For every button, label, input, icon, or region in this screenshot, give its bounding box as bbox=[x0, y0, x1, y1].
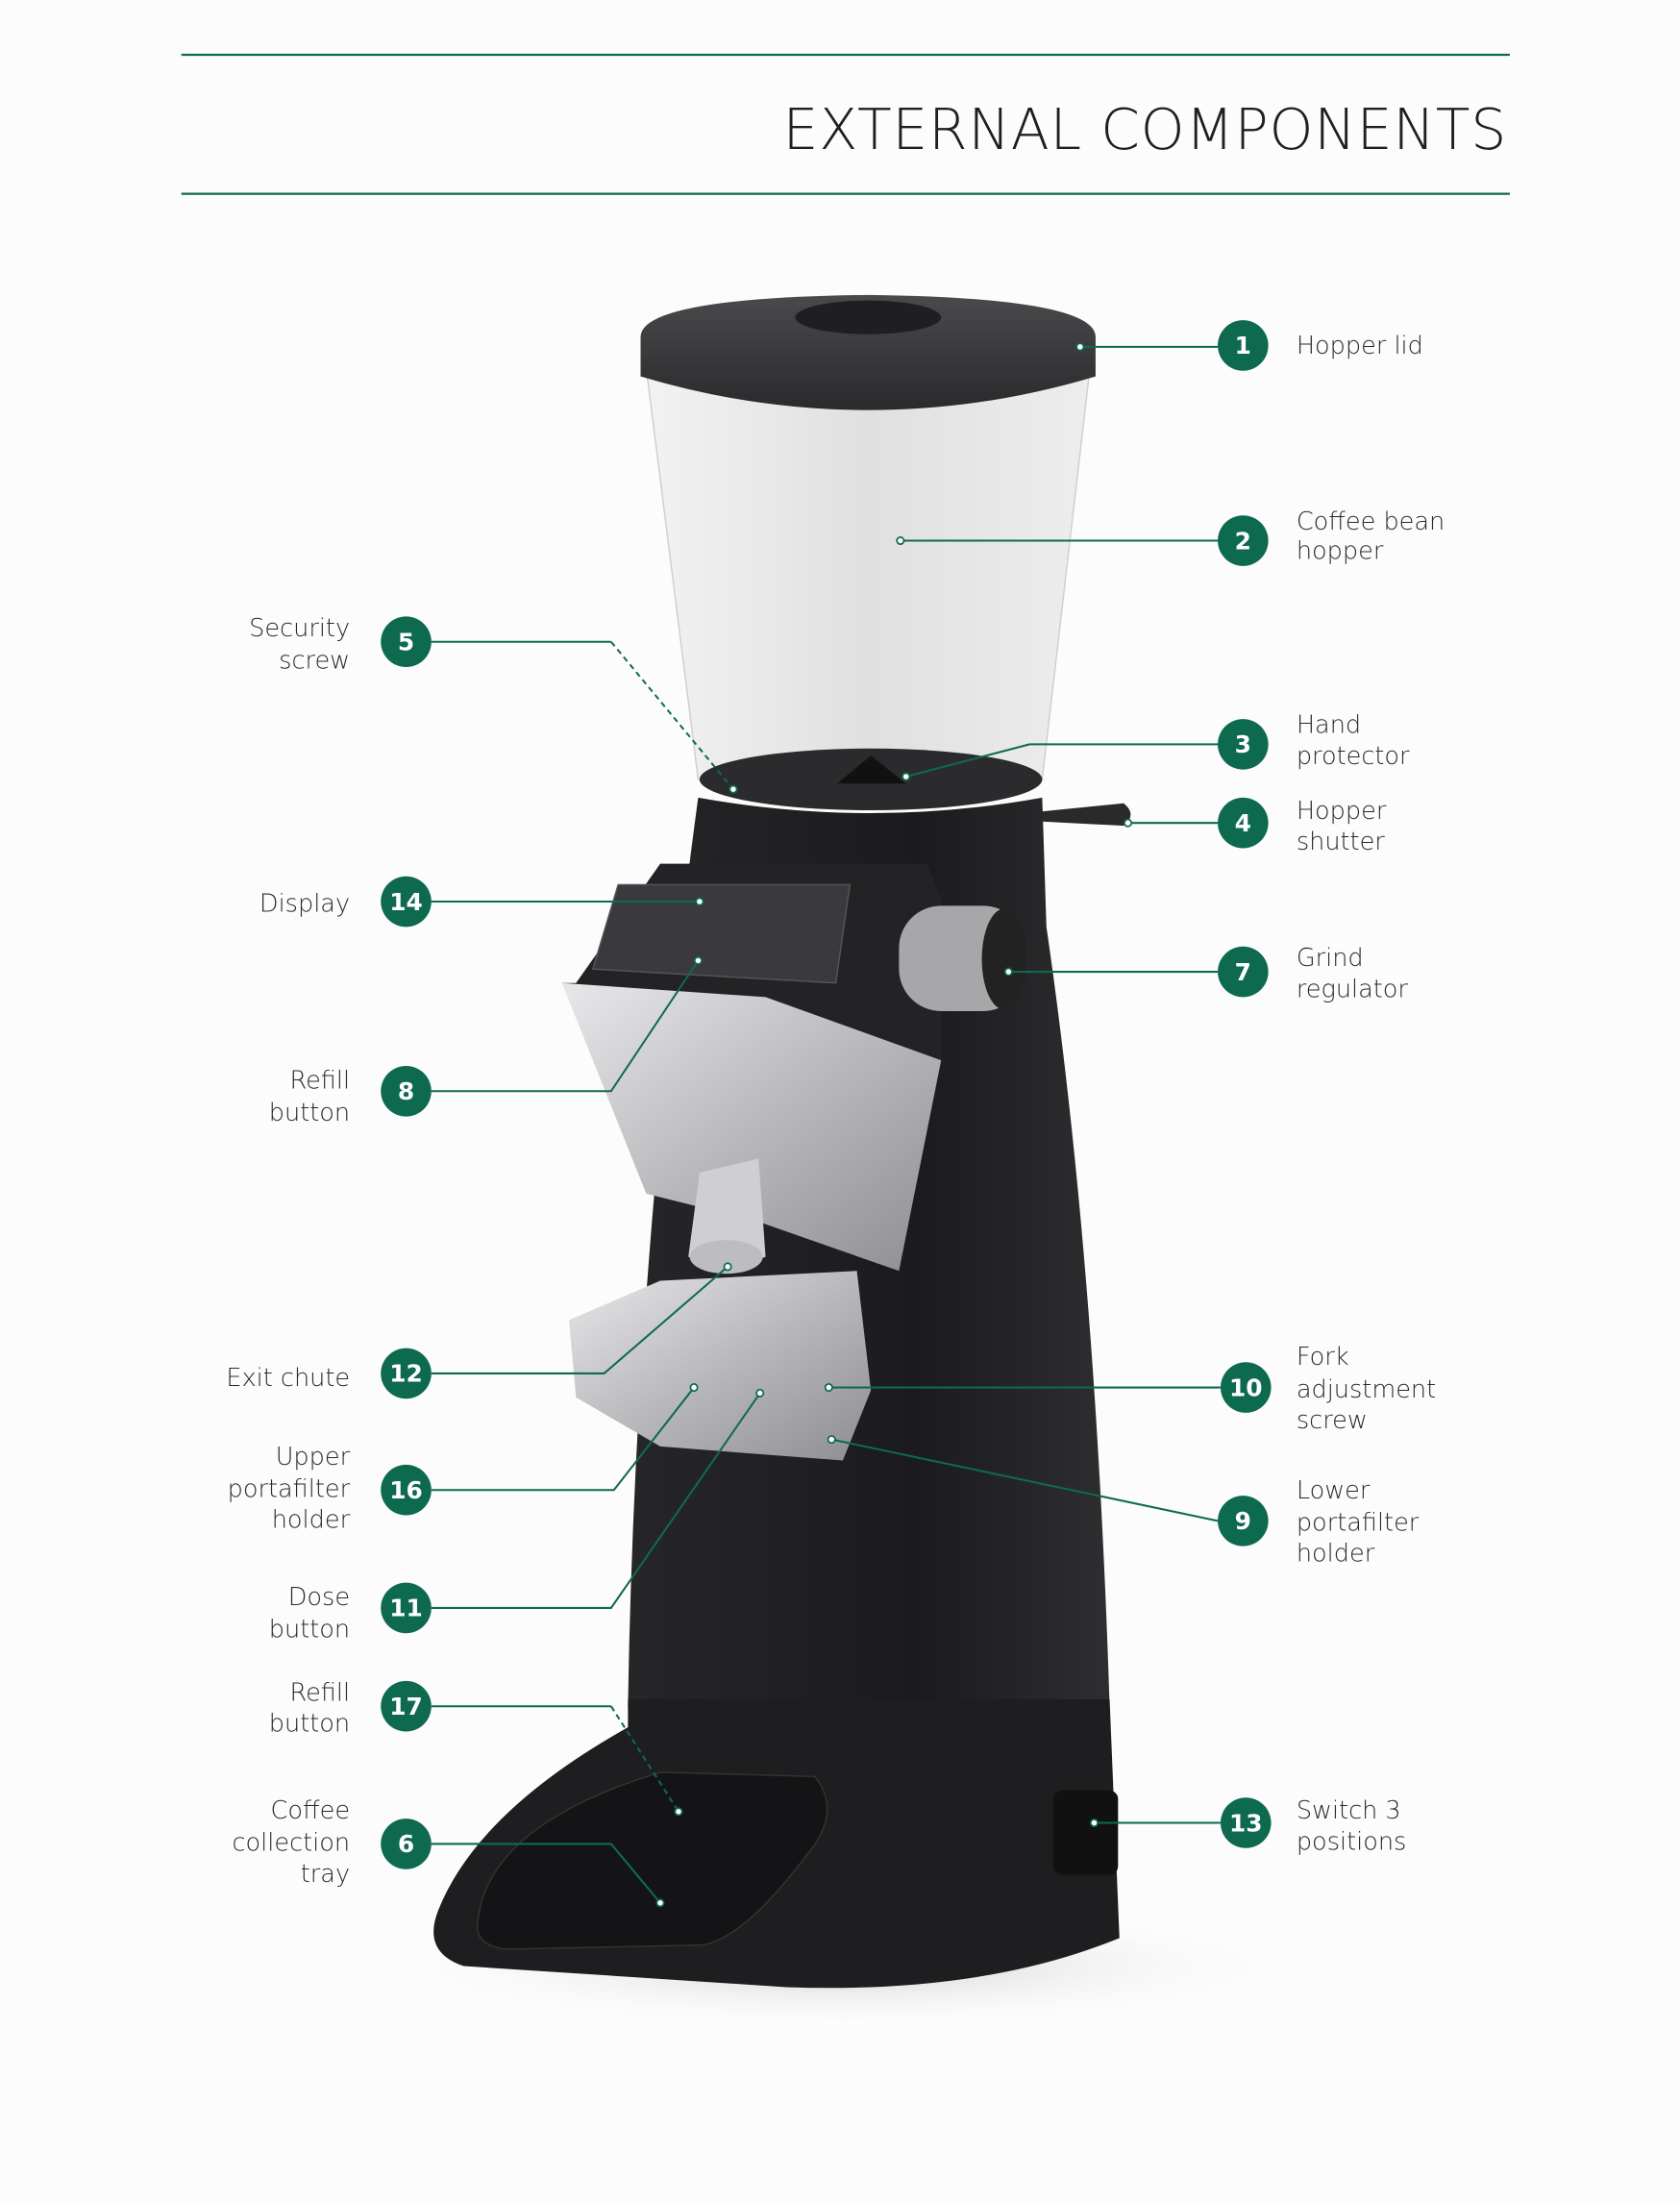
svg-text:Security: Security bbox=[249, 614, 350, 643]
callout-8: 8 Refill button bbox=[269, 1065, 432, 1127]
callout-13: 13 Switch 3 positions bbox=[1220, 1796, 1407, 1856]
callout-badge bbox=[381, 1582, 432, 1634]
callout-badge bbox=[381, 876, 432, 928]
callout-1: 1 Hopper lid bbox=[1218, 320, 1423, 371]
switch bbox=[1053, 1790, 1119, 1875]
svg-text:Exit chute: Exit chute bbox=[226, 1364, 350, 1393]
svg-text:3: 3 bbox=[1235, 730, 1251, 758]
svg-text:button: button bbox=[269, 1616, 350, 1645]
callout-badge bbox=[1218, 515, 1269, 566]
svg-text:Fork: Fork bbox=[1297, 1343, 1349, 1372]
svg-text:Switch 3: Switch 3 bbox=[1297, 1796, 1401, 1825]
collection-tray bbox=[477, 1771, 828, 1950]
svg-text:6: 6 bbox=[398, 1830, 414, 1858]
svg-text:holder: holder bbox=[272, 1506, 351, 1535]
svg-text:16: 16 bbox=[389, 1476, 423, 1504]
svg-text:17: 17 bbox=[389, 1693, 423, 1720]
callout-badge bbox=[1218, 719, 1269, 770]
callout-3: 3 Hand protector bbox=[1218, 711, 1410, 771]
callout-badge bbox=[381, 1464, 432, 1516]
leader-lines bbox=[431, 342, 1221, 1908]
callout-4: 4 Hopper shutter bbox=[1218, 797, 1387, 856]
callout-7: 7 Grind regulator bbox=[1218, 944, 1408, 1003]
svg-text:10: 10 bbox=[1229, 1373, 1263, 1401]
svg-text:portafilter: portafilter bbox=[1297, 1509, 1420, 1538]
svg-text:Refill: Refill bbox=[289, 1066, 350, 1095]
svg-text:4: 4 bbox=[1235, 809, 1251, 837]
svg-text:Dose: Dose bbox=[288, 1583, 350, 1612]
callout-badge bbox=[381, 1819, 432, 1869]
callout-5: 5 Security screw bbox=[249, 614, 432, 675]
svg-text:Grind: Grind bbox=[1297, 944, 1364, 973]
callout-badge bbox=[1220, 1797, 1272, 1848]
svg-text:positions: positions bbox=[1297, 1827, 1407, 1856]
svg-text:11: 11 bbox=[389, 1595, 423, 1622]
svg-text:Lower: Lower bbox=[1297, 1476, 1371, 1505]
callout-9: 9 Lower portafilter holder bbox=[1218, 1476, 1420, 1569]
callout-10: 10 Fork adjustment screw bbox=[1220, 1343, 1436, 1435]
callout-2: 2 Coffee bean hopper bbox=[1218, 507, 1445, 566]
svg-text:button: button bbox=[269, 1099, 350, 1127]
svg-text:Upper: Upper bbox=[276, 1443, 351, 1472]
callout-badge bbox=[1220, 1362, 1272, 1413]
callout-17: 17 Refill button bbox=[269, 1678, 432, 1739]
svg-text:tray: tray bbox=[301, 1860, 350, 1889]
svg-text:hopper: hopper bbox=[1297, 537, 1384, 566]
silver-housing bbox=[561, 982, 942, 1272]
callout-badge bbox=[1218, 797, 1269, 849]
svg-text:portafilter: portafilter bbox=[228, 1475, 351, 1504]
svg-text:1: 1 bbox=[1235, 332, 1251, 359]
svg-text:7: 7 bbox=[1235, 958, 1251, 986]
callout-badge bbox=[381, 616, 432, 668]
svg-text:Display: Display bbox=[259, 889, 350, 918]
callout-badge bbox=[1218, 320, 1269, 371]
svg-text:9: 9 bbox=[1235, 1507, 1251, 1535]
svg-text:Coffee bean: Coffee bean bbox=[1297, 507, 1445, 536]
coffee-bean-hopper bbox=[645, 367, 1091, 798]
callout-14: 14 Display bbox=[259, 876, 432, 928]
callout-11: 11 Dose button bbox=[269, 1582, 432, 1645]
page-title: EXTERNAL COMPONENTS bbox=[783, 97, 1507, 162]
svg-text:12: 12 bbox=[389, 1360, 423, 1388]
svg-text:shutter: shutter bbox=[1297, 828, 1385, 856]
svg-text:Hand: Hand bbox=[1297, 711, 1361, 740]
callout-badge bbox=[381, 1065, 432, 1117]
svg-text:13: 13 bbox=[1229, 1809, 1263, 1837]
svg-text:Refill: Refill bbox=[289, 1678, 350, 1707]
svg-text:8: 8 bbox=[398, 1077, 414, 1105]
callout-badge bbox=[1218, 946, 1269, 998]
svg-text:regulator: regulator bbox=[1297, 975, 1409, 1003]
hopper-lid bbox=[640, 294, 1096, 410]
grinder-illustration bbox=[379, 294, 1307, 2030]
callout-12: 12 Exit chute bbox=[226, 1348, 432, 1399]
callout-badge bbox=[381, 1680, 432, 1732]
svg-text:screw: screw bbox=[279, 646, 350, 675]
svg-text:Hopper lid: Hopper lid bbox=[1297, 332, 1423, 360]
svg-text:collection: collection bbox=[232, 1829, 350, 1858]
svg-text:adjustment: adjustment bbox=[1297, 1375, 1436, 1404]
svg-text:Hopper: Hopper bbox=[1297, 797, 1387, 826]
callout-badge bbox=[381, 1348, 432, 1399]
display-screen bbox=[591, 883, 852, 984]
svg-text:screw: screw bbox=[1297, 1406, 1368, 1435]
svg-text:protector: protector bbox=[1297, 742, 1410, 771]
svg-text:button: button bbox=[269, 1710, 350, 1739]
svg-text:14: 14 bbox=[389, 888, 423, 916]
portafilter-holder bbox=[569, 1271, 872, 1461]
svg-text:holder: holder bbox=[1297, 1540, 1375, 1569]
callout-6: 6 Coffee collection tray bbox=[232, 1796, 432, 1889]
svg-text:5: 5 bbox=[398, 628, 414, 656]
callout-16: 16 Upper portafilter holder bbox=[228, 1443, 432, 1535]
svg-text:Coffee: Coffee bbox=[271, 1796, 351, 1825]
svg-text:2: 2 bbox=[1235, 527, 1251, 555]
callout-badge bbox=[1218, 1496, 1269, 1546]
